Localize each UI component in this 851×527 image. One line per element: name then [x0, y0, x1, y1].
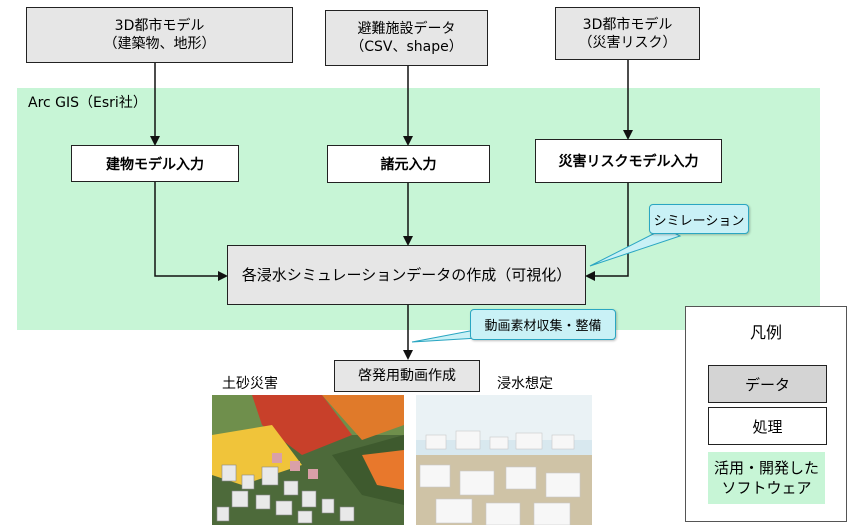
process-box-building-input: 建物モデル入力 — [71, 145, 239, 182]
callout-materials: 動画素材収集・整備 — [470, 309, 616, 340]
legend-data-swatch: データ — [708, 365, 827, 403]
legend-software-line1: 活用・開発した — [713, 459, 819, 477]
data-box-line1: 避難施設データ — [357, 21, 456, 37]
data-box-city-model-building: 3D都市モデル （建築物、地形） — [26, 7, 293, 63]
data-box-line2: （災害リスク） — [578, 34, 677, 51]
arcgis-region-label: Arc GIS（Esri社） — [28, 95, 147, 111]
data-box-line1: 3D都市モデル — [114, 18, 205, 34]
callout-simulation: シミレーション — [649, 204, 749, 234]
legend: 凡例 データ 処理 活用・開発した ソフトウェア — [685, 306, 847, 522]
legend-process-label: 処理 — [752, 417, 783, 436]
data-box-city-model-risk: 3D都市モデル （災害リスク） — [555, 7, 700, 60]
legend-data-label: データ — [744, 375, 790, 394]
legend-software-swatch: 活用・開発した ソフトウェア — [708, 452, 825, 504]
data-box-line2: （建築物、地形） — [103, 36, 216, 52]
process-label: 建物モデル入力 — [106, 156, 204, 173]
process-label: 災害リスクモデル入力 — [558, 154, 699, 170]
image-label-flood: 浸水想定 — [497, 376, 553, 392]
legend-title: 凡例 — [749, 323, 782, 342]
data-box-line1: 3D都市モデル — [582, 16, 673, 33]
callout-materials-label: 動画素材収集・整備 — [484, 319, 602, 334]
data-box-evacuation-facilities: 避難施設データ （CSV、shape） — [325, 10, 488, 66]
flood-render-image — [416, 395, 592, 525]
process-box-spec-input: 諸元入力 — [327, 145, 490, 183]
video-creation-label: 啓発用動画作成 — [358, 368, 456, 384]
video-creation-box: 啓発用動画作成 — [334, 360, 480, 392]
legend-software-line2: ソフトウェア — [721, 479, 812, 497]
image-label-landslide: 土砂災害 — [222, 376, 278, 392]
landslide-render-image — [212, 395, 404, 525]
simulation-data-box: 各浸水シミュレーションデータの作成（可視化） — [227, 245, 586, 305]
process-label: 諸元入力 — [380, 157, 437, 173]
legend-process-swatch: 処理 — [708, 407, 827, 445]
data-box-line2: （CSV、shape） — [350, 39, 463, 55]
callout-simulation-label: シミレーション — [653, 213, 745, 229]
simulation-label: 各浸水シミュレーションデータの作成（可視化） — [241, 266, 572, 284]
process-box-risk-model-input: 災害リスクモデル入力 — [535, 139, 722, 183]
